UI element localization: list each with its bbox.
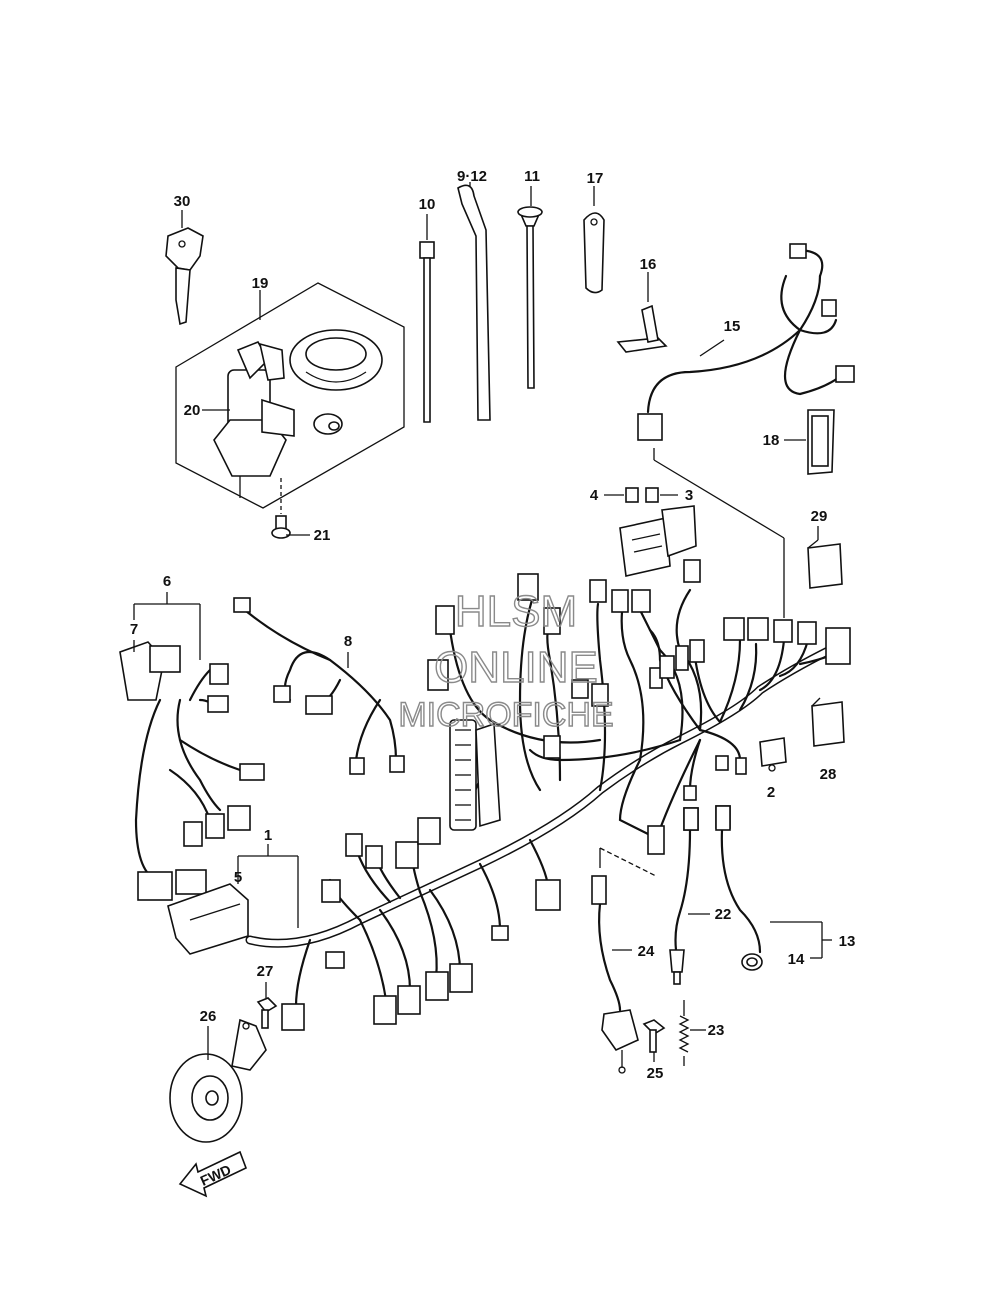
part-6-7-sub-harness[interactable]: [119, 641, 265, 901]
callout-labels: 30 19 20 21 10 9·12 11 17 16 15 18 4 3 2…: [130, 168, 856, 1082]
callout-29[interactable]: 29: [811, 508, 828, 525]
part-18-strap[interactable]: [807, 409, 835, 475]
callout-23[interactable]: 23: [708, 1022, 725, 1039]
callout-18[interactable]: 18: [763, 432, 780, 449]
part-3-fuse[interactable]: [645, 487, 659, 503]
part-fuse-box[interactable]: [619, 505, 697, 577]
part-11-clip-tie[interactable]: [517, 206, 543, 389]
callout-3[interactable]: 3: [685, 487, 693, 504]
part-10-cable-tie[interactable]: [419, 241, 435, 423]
part-ecu-connector[interactable]: [449, 719, 501, 831]
part-27-bolt[interactable]: [256, 997, 278, 1029]
part-29-relay[interactable]: [807, 539, 843, 589]
callout-19[interactable]: 19: [252, 275, 269, 292]
callout-1[interactable]: 1: [264, 827, 272, 844]
callout-21[interactable]: 21: [314, 527, 331, 544]
callout-22[interactable]: 22: [715, 906, 732, 923]
callout-9-12[interactable]: 9·12: [457, 168, 487, 185]
watermark-line-2: ONLINE: [434, 643, 598, 692]
callout-25[interactable]: 25: [647, 1065, 664, 1082]
watermark-line-1: HLSM: [455, 587, 577, 636]
part-4-fuse[interactable]: [625, 487, 639, 503]
callout-17[interactable]: 17: [587, 170, 604, 187]
part-13-sensor-lead[interactable]: [715, 805, 762, 954]
callout-13[interactable]: 13: [839, 933, 856, 950]
callout-26[interactable]: 26: [200, 1008, 217, 1025]
watermark: HLSM ONLINE MICROFICHE: [398, 586, 615, 734]
callout-16[interactable]: 16: [640, 256, 657, 273]
callout-14[interactable]: 14: [788, 951, 805, 968]
fwd-direction-arrow: FWD: [178, 1150, 248, 1198]
callout-11[interactable]: 11: [524, 168, 540, 185]
part-8-sub-harness[interactable]: [233, 597, 405, 775]
part-24-switch[interactable]: [591, 875, 639, 1074]
callout-15[interactable]: 15: [724, 318, 741, 335]
fwd-label: FWD: [198, 1161, 234, 1189]
part-28-relay[interactable]: [811, 697, 845, 747]
callout-20[interactable]: 20: [184, 402, 201, 419]
part-23-spring[interactable]: [678, 1000, 690, 1066]
callout-24[interactable]: 24: [638, 943, 655, 960]
part-15-sub-harness[interactable]: [637, 243, 855, 441]
callout-8[interactable]: 8: [344, 633, 352, 650]
part-19-lock-set-frame: [175, 282, 405, 509]
watermark-line-3: MICROFICHE: [398, 696, 613, 734]
callout-10[interactable]: 10: [419, 196, 436, 213]
callout-6[interactable]: 6: [163, 573, 171, 590]
callout-4[interactable]: 4: [590, 487, 599, 504]
part-20-ignition-switch[interactable]: [213, 340, 295, 498]
part-17-band[interactable]: [583, 212, 605, 294]
part-9-12-clamp[interactable]: [457, 184, 491, 421]
part-fuel-cap[interactable]: [289, 329, 383, 391]
part-seat-lock[interactable]: [313, 413, 343, 435]
part-26-horn[interactable]: [169, 1018, 267, 1143]
part-30-key[interactable]: [165, 227, 204, 326]
callout-28[interactable]: 28: [820, 766, 837, 783]
part-14-ring-sensor[interactable]: [741, 953, 763, 971]
callout-5[interactable]: 5: [234, 869, 242, 886]
part-21-screw[interactable]: [271, 515, 291, 539]
callout-27[interactable]: 27: [257, 963, 274, 980]
part-25-bolt[interactable]: [642, 1019, 666, 1053]
callout-2[interactable]: 2: [767, 784, 775, 801]
part-22-sensor[interactable]: [669, 807, 699, 985]
part-16-bracket[interactable]: [616, 304, 668, 353]
part-2-relay[interactable]: [759, 737, 787, 772]
callout-7[interactable]: 7: [130, 621, 138, 638]
callout-30[interactable]: 30: [174, 193, 191, 210]
part-5-control-unit[interactable]: [167, 883, 249, 955]
